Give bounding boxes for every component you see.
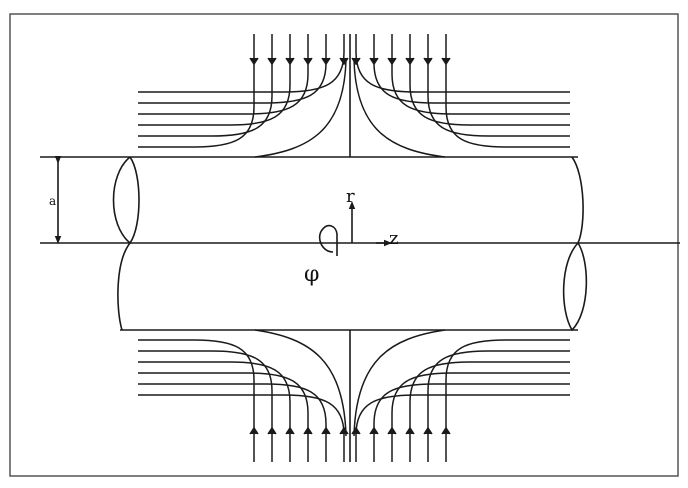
streamline-near-wall bbox=[254, 59, 347, 158]
figure-frame bbox=[9, 13, 679, 477]
streamline-arrow bbox=[423, 57, 433, 66]
streamline-lower bbox=[138, 350, 273, 462]
streamline-upper bbox=[138, 34, 273, 137]
streamline-upper bbox=[138, 34, 291, 126]
streamline-arrow bbox=[267, 57, 277, 66]
streamline-upper bbox=[355, 34, 570, 93]
radius-label: a bbox=[49, 194, 56, 208]
streamline-arrow bbox=[387, 426, 397, 435]
left-break-top bbox=[112, 156, 140, 245]
streamline-upper bbox=[138, 34, 309, 115]
z-axis-label: z bbox=[389, 228, 398, 249]
streamline-arrow bbox=[351, 57, 361, 66]
streamline-lower bbox=[427, 350, 570, 462]
streamline-arrow bbox=[249, 57, 259, 66]
streamline-near-wall bbox=[254, 329, 347, 437]
streamline-lower bbox=[355, 394, 570, 462]
streamline-arrow bbox=[339, 426, 349, 435]
streamline-lower bbox=[373, 383, 570, 462]
streamline-lower bbox=[445, 339, 570, 462]
streamline-lower bbox=[138, 372, 309, 462]
streamline-arrow bbox=[369, 426, 379, 435]
streamline-lower bbox=[138, 383, 327, 462]
streamline-arrow bbox=[441, 426, 451, 435]
phi-label: φ bbox=[304, 262, 319, 287]
streamline-arrow bbox=[285, 426, 295, 435]
streamlines bbox=[138, 34, 570, 462]
streamline-near-wall bbox=[353, 59, 446, 158]
streamline-upper bbox=[138, 34, 345, 93]
right-break-bottom bbox=[562, 242, 588, 332]
streamline-arrow bbox=[339, 57, 349, 66]
streamline-arrow bbox=[249, 426, 259, 435]
left-break-bottom bbox=[117, 242, 131, 331]
streamline-arrow bbox=[321, 57, 331, 66]
streamline-upper bbox=[409, 34, 570, 126]
streamline-arrow bbox=[405, 426, 415, 435]
streamline-arrow bbox=[387, 57, 397, 66]
streamline-arrow bbox=[267, 426, 277, 435]
streamline-arrow bbox=[351, 426, 361, 435]
phi-rotation-arrow bbox=[318, 224, 338, 256]
streamline-arrow bbox=[423, 426, 433, 435]
streamline-lower bbox=[138, 394, 345, 462]
streamline-arrow bbox=[441, 57, 451, 66]
streamline-arrow bbox=[321, 426, 331, 435]
streamline-lower bbox=[138, 339, 255, 462]
streamline-upper bbox=[138, 34, 327, 104]
streamline-arrow bbox=[303, 57, 313, 66]
right-break-top bbox=[571, 156, 584, 244]
streamline-lower bbox=[409, 361, 570, 462]
streamline-upper bbox=[427, 34, 570, 137]
streamline-lower bbox=[391, 372, 570, 462]
streamline-near-wall bbox=[353, 329, 446, 437]
streamline-upper bbox=[391, 34, 570, 115]
streamline-upper bbox=[138, 34, 255, 148]
streamline-arrow bbox=[285, 57, 295, 66]
r-axis-label: r bbox=[346, 186, 355, 207]
streamline-upper bbox=[373, 34, 570, 104]
streamline-arrow bbox=[405, 57, 415, 66]
streamline-arrow bbox=[369, 57, 379, 66]
streamline-arrow bbox=[303, 426, 313, 435]
streamline-lower bbox=[138, 361, 291, 462]
streamline-upper bbox=[445, 34, 570, 148]
